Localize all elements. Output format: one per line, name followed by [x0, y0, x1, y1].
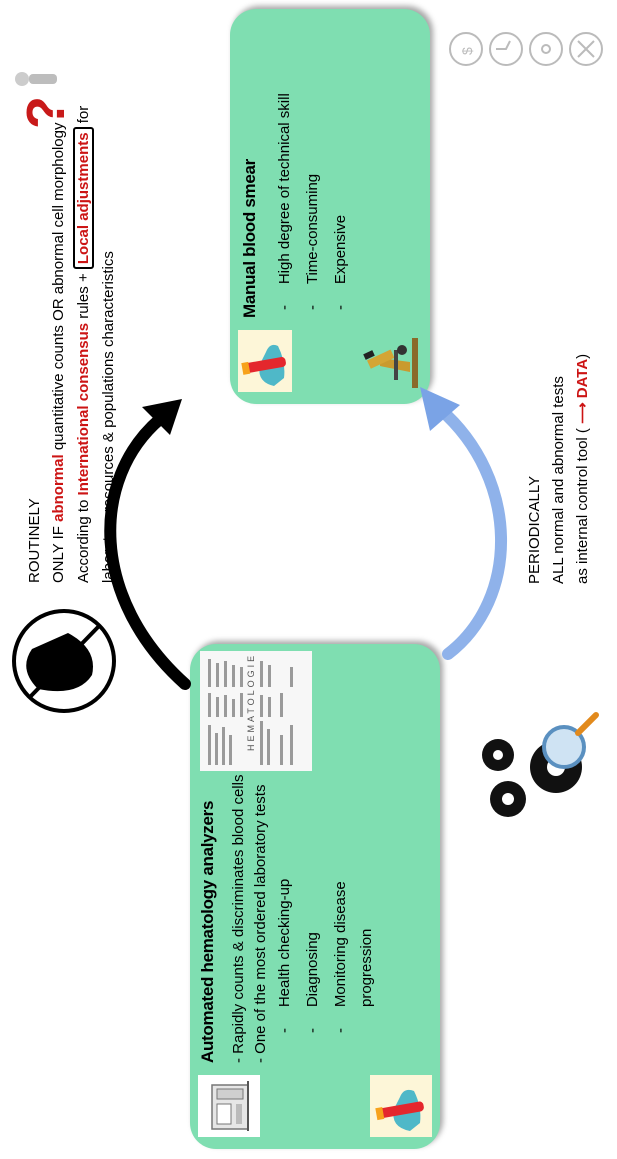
routine-line-2: ONLY IF abnormal quantitative counts OR … [48, 123, 70, 584]
svg-text:?: ? [16, 96, 72, 129]
lab-report-icon: HEMATOLOGIE [200, 651, 312, 771]
automated-analyzers-box: HEMATOLOGIE Automated hematology analyze… [190, 644, 440, 1149]
periodic-line-2: ALL normal and abnormal tests [550, 376, 567, 584]
routine-line-4: laboratory resources & populations chara… [100, 251, 117, 583]
blood-tube-hand-icon [370, 1075, 432, 1137]
manual-smear-box: Manual blood smear - High degree of tech… [230, 9, 430, 404]
periodic-close: ) [574, 353, 591, 359]
periodic-line-3: as internal control tool ( ⟶ DATA) [572, 354, 594, 584]
routine-line-3: According to International consensus rul… [73, 106, 95, 583]
routine-rules: rules + [75, 269, 92, 323]
time-money-icon: $ [449, 32, 603, 66]
routine-international: International consensus [75, 322, 92, 496]
microscope-icon [363, 338, 418, 388]
routine-quantitative: quantitative counts OR abnormal cell mor… [50, 122, 67, 455]
periodic-data: ⟶ DATA [574, 358, 591, 424]
routine-arrow [104, 413, 191, 690]
periodic-internal: as internal control tool ( [574, 423, 591, 584]
periodic-arrowhead [420, 387, 460, 431]
svg-text:$: $ [459, 47, 475, 55]
routine-for: for [75, 105, 92, 128]
routine-arrowhead [142, 399, 182, 435]
blood-tube-hand-icon [238, 330, 292, 392]
gears-magnifier-icon [482, 712, 599, 817]
periodic-arrow [434, 403, 507, 660]
analyzer-machine-icon [198, 1075, 260, 1137]
routine-only-if: ONLY IF [50, 521, 67, 583]
periodic-label: PERIODICALLY [526, 475, 543, 584]
question-person-icon: ? [15, 72, 72, 129]
routine-abnormal: abnormal [50, 454, 67, 522]
report-watermark: HEMATOLOGIE [246, 653, 256, 751]
no-entry-icon [12, 609, 116, 713]
routine-local-adjustments: Local adjustments [73, 127, 94, 270]
routine-label: ROUTINELY [26, 498, 43, 583]
routine-according: According to [75, 495, 92, 583]
